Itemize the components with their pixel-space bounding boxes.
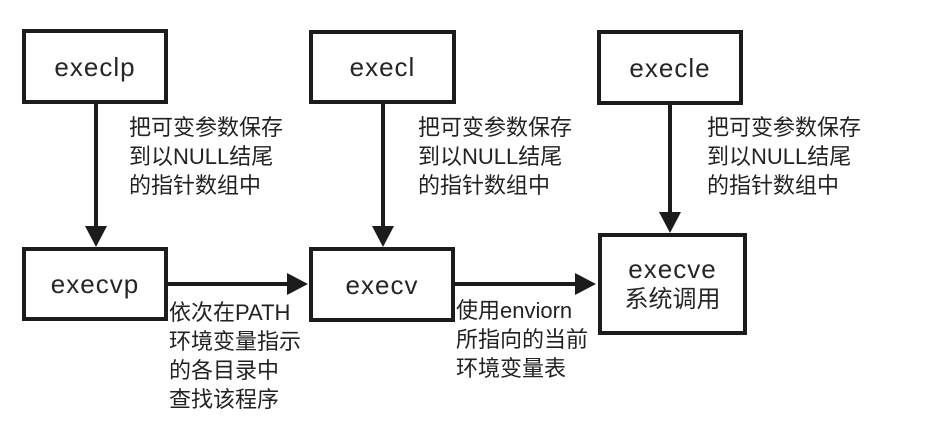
annotation-line: 环境变量指示 bbox=[169, 329, 302, 354]
connector-execlp-to-execvp-line bbox=[94, 104, 98, 228]
annotation-execv-to-execve: 使用enviorn 所指向的当前 环境变量表 bbox=[456, 296, 588, 383]
arrow-down-icon bbox=[85, 226, 107, 247]
annotation-line: 把可变参数保存 bbox=[707, 115, 862, 140]
annotation-line: 所指向的当前 bbox=[456, 327, 589, 352]
annotation-line: 的指针数组中 bbox=[707, 173, 840, 198]
node-execv-label: execv bbox=[345, 269, 419, 300]
arrow-down-icon bbox=[659, 212, 681, 233]
connector-execle-to-execve-line bbox=[668, 105, 672, 214]
arrow-right-icon bbox=[287, 273, 308, 295]
arrow-down-icon bbox=[372, 226, 394, 247]
annotation-line: 的指针数组中 bbox=[418, 173, 551, 198]
annotation-line: 查找该程序 bbox=[169, 387, 280, 412]
node-execve-sublabel: 系统调用 bbox=[624, 286, 721, 313]
node-execvp-label: execvp bbox=[50, 269, 140, 299]
annotation-line: 到以NULL结尾 bbox=[418, 144, 563, 169]
annotation-line: 把可变参数保存 bbox=[418, 115, 573, 140]
node-execv: execv bbox=[309, 247, 455, 322]
node-execl-label: execl bbox=[349, 52, 416, 82]
node-execve-label: execve bbox=[628, 254, 717, 284]
annotation-line: 把可变参数保存 bbox=[129, 115, 284, 140]
node-execl: execl bbox=[309, 30, 456, 104]
node-execle-label: execle bbox=[629, 52, 711, 83]
annotation-line: 环境变量表 bbox=[456, 356, 567, 381]
node-execle: execle bbox=[597, 30, 743, 105]
annotation-line: 到以NULL结尾 bbox=[707, 144, 852, 169]
node-execlp: execlp bbox=[22, 29, 168, 104]
annotation-line: 的各目录中 bbox=[169, 358, 280, 383]
annotation-execle-to-execve: 把可变参数保存 到以NULL结尾 的指针数组中 bbox=[707, 113, 861, 200]
annotation-line: 到以NULL结尾 bbox=[129, 144, 274, 169]
annotation-execl-to-execv: 把可变参数保存 到以NULL结尾 的指针数组中 bbox=[418, 113, 572, 200]
connector-execv-to-execve-line bbox=[455, 282, 577, 286]
annotation-line: 使用enviorn bbox=[456, 298, 573, 323]
annotation-line: 的指针数组中 bbox=[129, 173, 262, 198]
node-execve: execve 系统调用 bbox=[598, 233, 747, 335]
annotation-execlp-to-execvp: 把可变参数保存 到以NULL结尾 的指针数组中 bbox=[129, 113, 283, 200]
annotation-line: 依次在PATH bbox=[169, 300, 291, 325]
node-execlp-label: execlp bbox=[54, 51, 136, 82]
connector-execl-to-execv-line bbox=[381, 104, 385, 228]
connector-execvp-to-execv-line bbox=[168, 282, 290, 286]
node-execvp: execvp bbox=[22, 247, 168, 321]
arrow-right-icon bbox=[575, 273, 596, 295]
annotation-execvp-to-execv: 依次在PATH 环境变量指示 的各目录中 查找该程序 bbox=[169, 298, 301, 414]
